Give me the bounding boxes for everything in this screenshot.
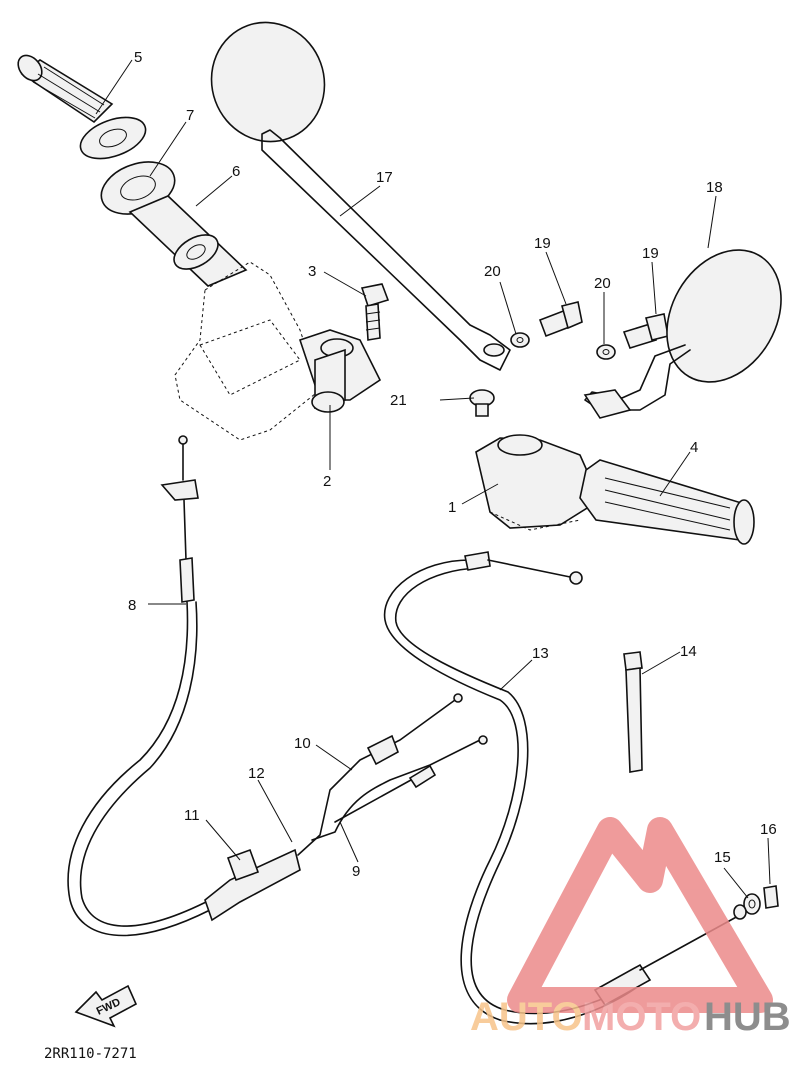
callout-18: 18 bbox=[706, 179, 723, 196]
callout-19-right: 19 bbox=[642, 245, 659, 262]
throttle-cable-assembly bbox=[204, 693, 488, 922]
callout-12: 12 bbox=[248, 765, 265, 782]
right-grip bbox=[579, 459, 755, 545]
callout-16: 16 bbox=[760, 821, 777, 838]
watermark-logo bbox=[507, 817, 773, 1013]
clutch-cable bbox=[67, 435, 211, 937]
leader-lines bbox=[95, 59, 771, 899]
throttle-housing bbox=[174, 261, 382, 441]
callout-14: 14 bbox=[680, 643, 697, 660]
right-mirror bbox=[583, 249, 782, 419]
callout-7: 7 bbox=[186, 107, 194, 124]
housing-screw bbox=[469, 389, 495, 417]
callout-17: 17 bbox=[376, 169, 393, 186]
nut-16 bbox=[763, 885, 779, 909]
callout-2: 2 bbox=[323, 473, 331, 490]
callout-4: 4 bbox=[690, 439, 698, 456]
grip-washer bbox=[79, 116, 147, 160]
fwd-arrow: FWD bbox=[74, 984, 138, 1028]
callout-6: 6 bbox=[232, 163, 240, 180]
callout-20-right: 20 bbox=[594, 275, 611, 292]
cable-tie bbox=[623, 651, 643, 773]
housing-bolt bbox=[360, 283, 390, 341]
left-mirror bbox=[210, 21, 511, 371]
callout-9: 9 bbox=[352, 863, 360, 880]
callout-5: 5 bbox=[134, 49, 142, 66]
throttle-tube bbox=[128, 195, 248, 287]
left-grip bbox=[17, 54, 114, 124]
washer-15 bbox=[743, 893, 761, 915]
callout-labels: 5 7 6 3 2 21 4 1 8 10 12 11 9 13 14 15 1… bbox=[128, 49, 777, 880]
callout-20-left: 20 bbox=[484, 263, 501, 280]
callout-3: 3 bbox=[308, 263, 316, 280]
watermark-moto: MOTO bbox=[582, 995, 701, 1039]
mirror-hardware-right bbox=[596, 313, 669, 360]
mirror-hardware-left bbox=[510, 301, 583, 348]
callout-1: 1 bbox=[448, 499, 456, 516]
watermark-auto: AUTO bbox=[470, 995, 583, 1039]
cable-13 bbox=[383, 551, 741, 1025]
callout-19-left: 19 bbox=[534, 235, 551, 252]
diagram-code: 2RR110-7271 bbox=[44, 1046, 137, 1062]
callout-8: 8 bbox=[128, 597, 136, 614]
callout-10: 10 bbox=[294, 735, 311, 752]
callout-21: 21 bbox=[390, 392, 407, 409]
callout-13: 13 bbox=[532, 645, 549, 662]
watermark: AUTO MOTO HUB bbox=[470, 817, 791, 1039]
right-housing bbox=[475, 434, 602, 531]
callout-15: 15 bbox=[714, 849, 731, 866]
watermark-hub: HUB bbox=[704, 995, 791, 1039]
callout-11: 11 bbox=[184, 807, 200, 824]
